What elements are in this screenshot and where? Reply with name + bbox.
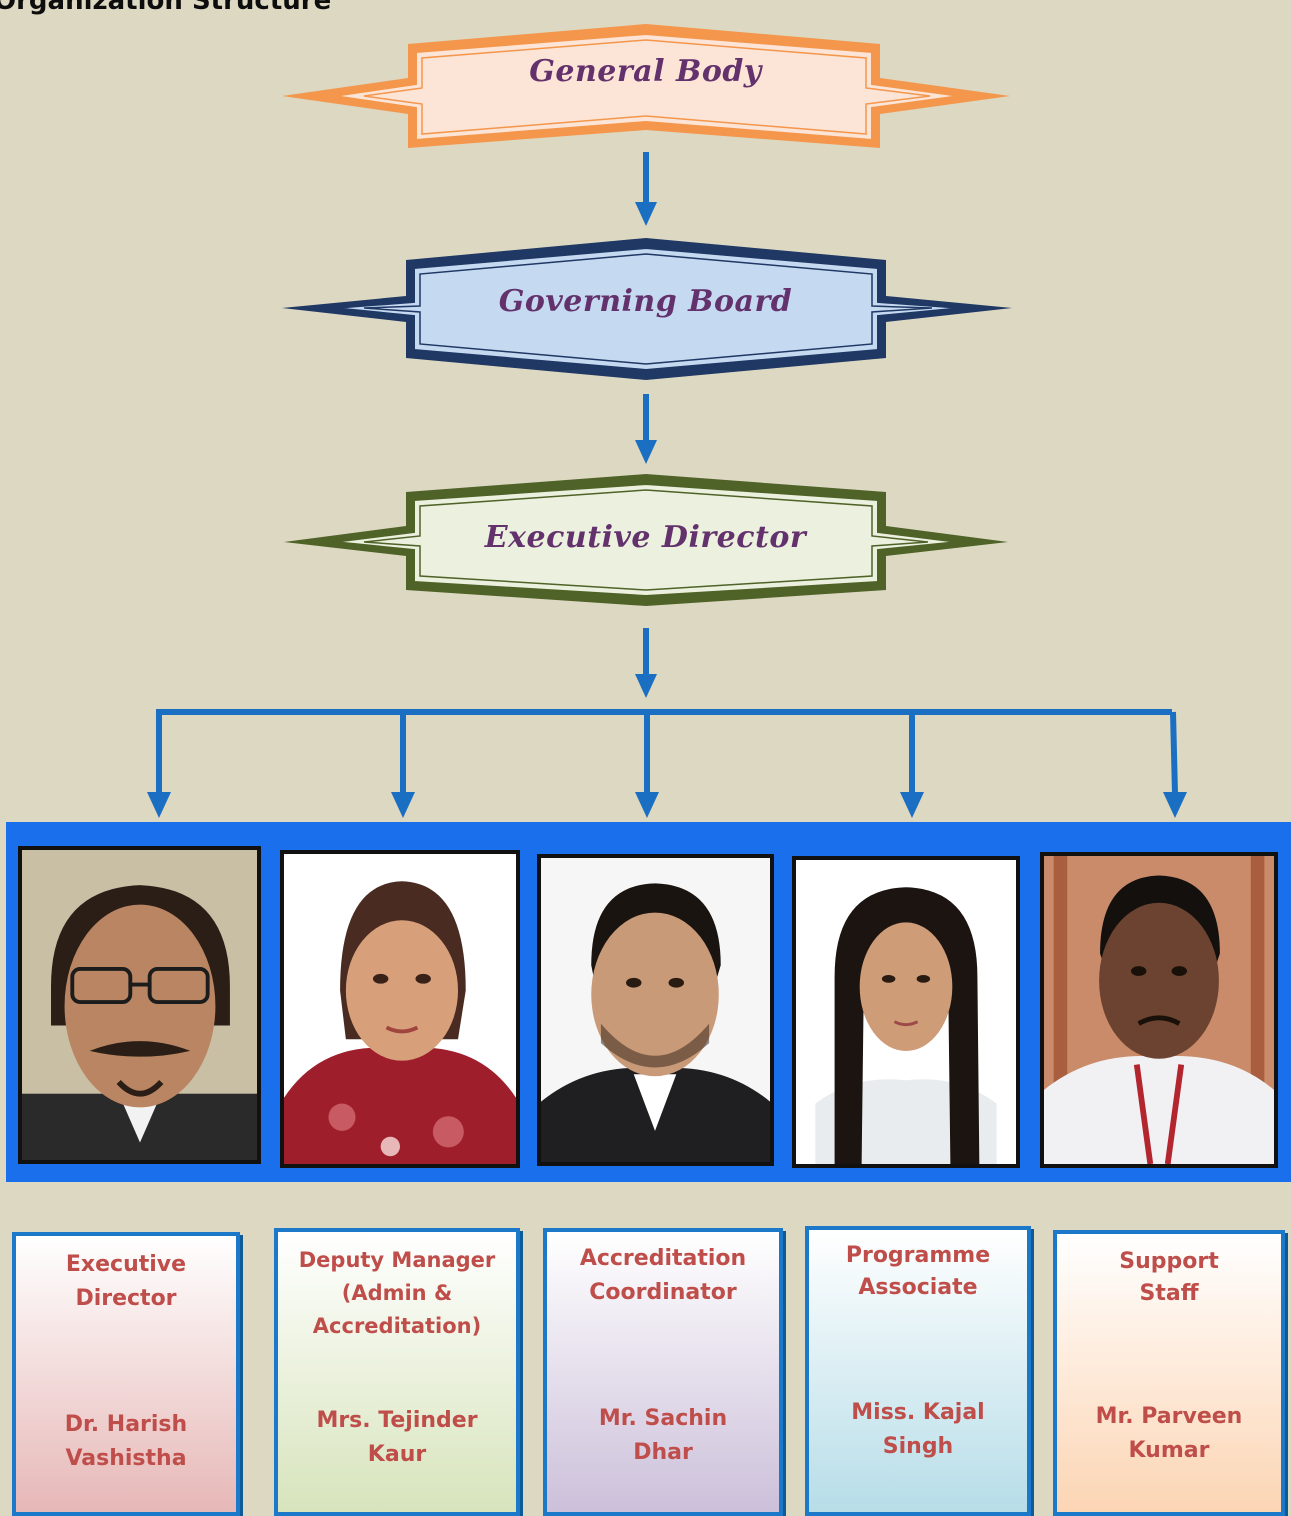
photo-strip <box>6 822 1291 1182</box>
arrow-head <box>635 440 657 464</box>
staff-role: Deputy Manager (Admin & Accreditation) <box>298 1248 496 1338</box>
staff-name: Mr. Sachin Dhar <box>598 1406 728 1465</box>
level-frame <box>282 238 1012 380</box>
level-frame <box>282 24 1010 148</box>
arrow-head <box>635 202 657 226</box>
arrow-head <box>635 792 659 818</box>
level-label: Governing Board <box>498 284 793 319</box>
arrow-head <box>635 674 657 698</box>
woman-red-scarf-portrait <box>284 854 516 1164</box>
arrow-head <box>391 792 415 818</box>
staff-name: Mr. Parveen Kumar <box>1095 1404 1243 1463</box>
connectors <box>147 152 1187 818</box>
portrait-programme-associate <box>792 856 1020 1168</box>
staff-card-2: Deputy Manager (Admin & Accreditation) M… <box>274 1228 520 1516</box>
portrait-deputy-manager <box>280 850 520 1168</box>
man-glasses-mustache-portrait <box>22 850 257 1160</box>
portrait-accreditation-coordinator <box>537 854 774 1166</box>
staff-role: Programme Associate <box>845 1243 991 1300</box>
branch-5 <box>1170 711 1178 795</box>
arrow-head <box>147 792 171 818</box>
level-label: Executive Director <box>484 520 807 555</box>
young-woman-long-hair-portrait <box>796 860 1016 1164</box>
staff-card-5: Support Staff Mr. Parveen Kumar <box>1053 1230 1285 1516</box>
staff-card-4: Programme Associate Miss. Kajal Singh <box>805 1226 1031 1516</box>
arrow-head <box>900 792 924 818</box>
level-inner-shape <box>333 482 959 598</box>
staff-name: Mrs. Tejinder Kaur <box>316 1408 478 1467</box>
staff-card-1: Executive Director Dr. Harish Vashistha <box>12 1232 240 1516</box>
staff-role: Executive Director <box>65 1252 187 1311</box>
man-dark-suit-portrait <box>541 858 770 1162</box>
man-white-shirt-lanyard-portrait <box>1044 856 1274 1164</box>
staff-card-3: Accreditation Coordinator Mr. Sachin Dha… <box>543 1228 783 1516</box>
level-frame <box>284 474 1008 606</box>
portrait-support-staff <box>1040 852 1278 1168</box>
staff-role: Support Staff <box>1119 1249 1219 1306</box>
level-label: General Body <box>529 54 762 89</box>
portrait-executive-director <box>18 846 261 1164</box>
staff-name: Miss. Kajal Singh <box>851 1400 985 1459</box>
staff-name: Dr. Harish Vashistha <box>64 1412 188 1471</box>
level-inner-shape <box>333 246 963 372</box>
page-title: Organization Structure <box>0 0 332 16</box>
arrow-head <box>1163 792 1187 818</box>
level-inner-shape <box>333 32 961 142</box>
staff-role: Accreditation Coordinator <box>579 1246 747 1305</box>
